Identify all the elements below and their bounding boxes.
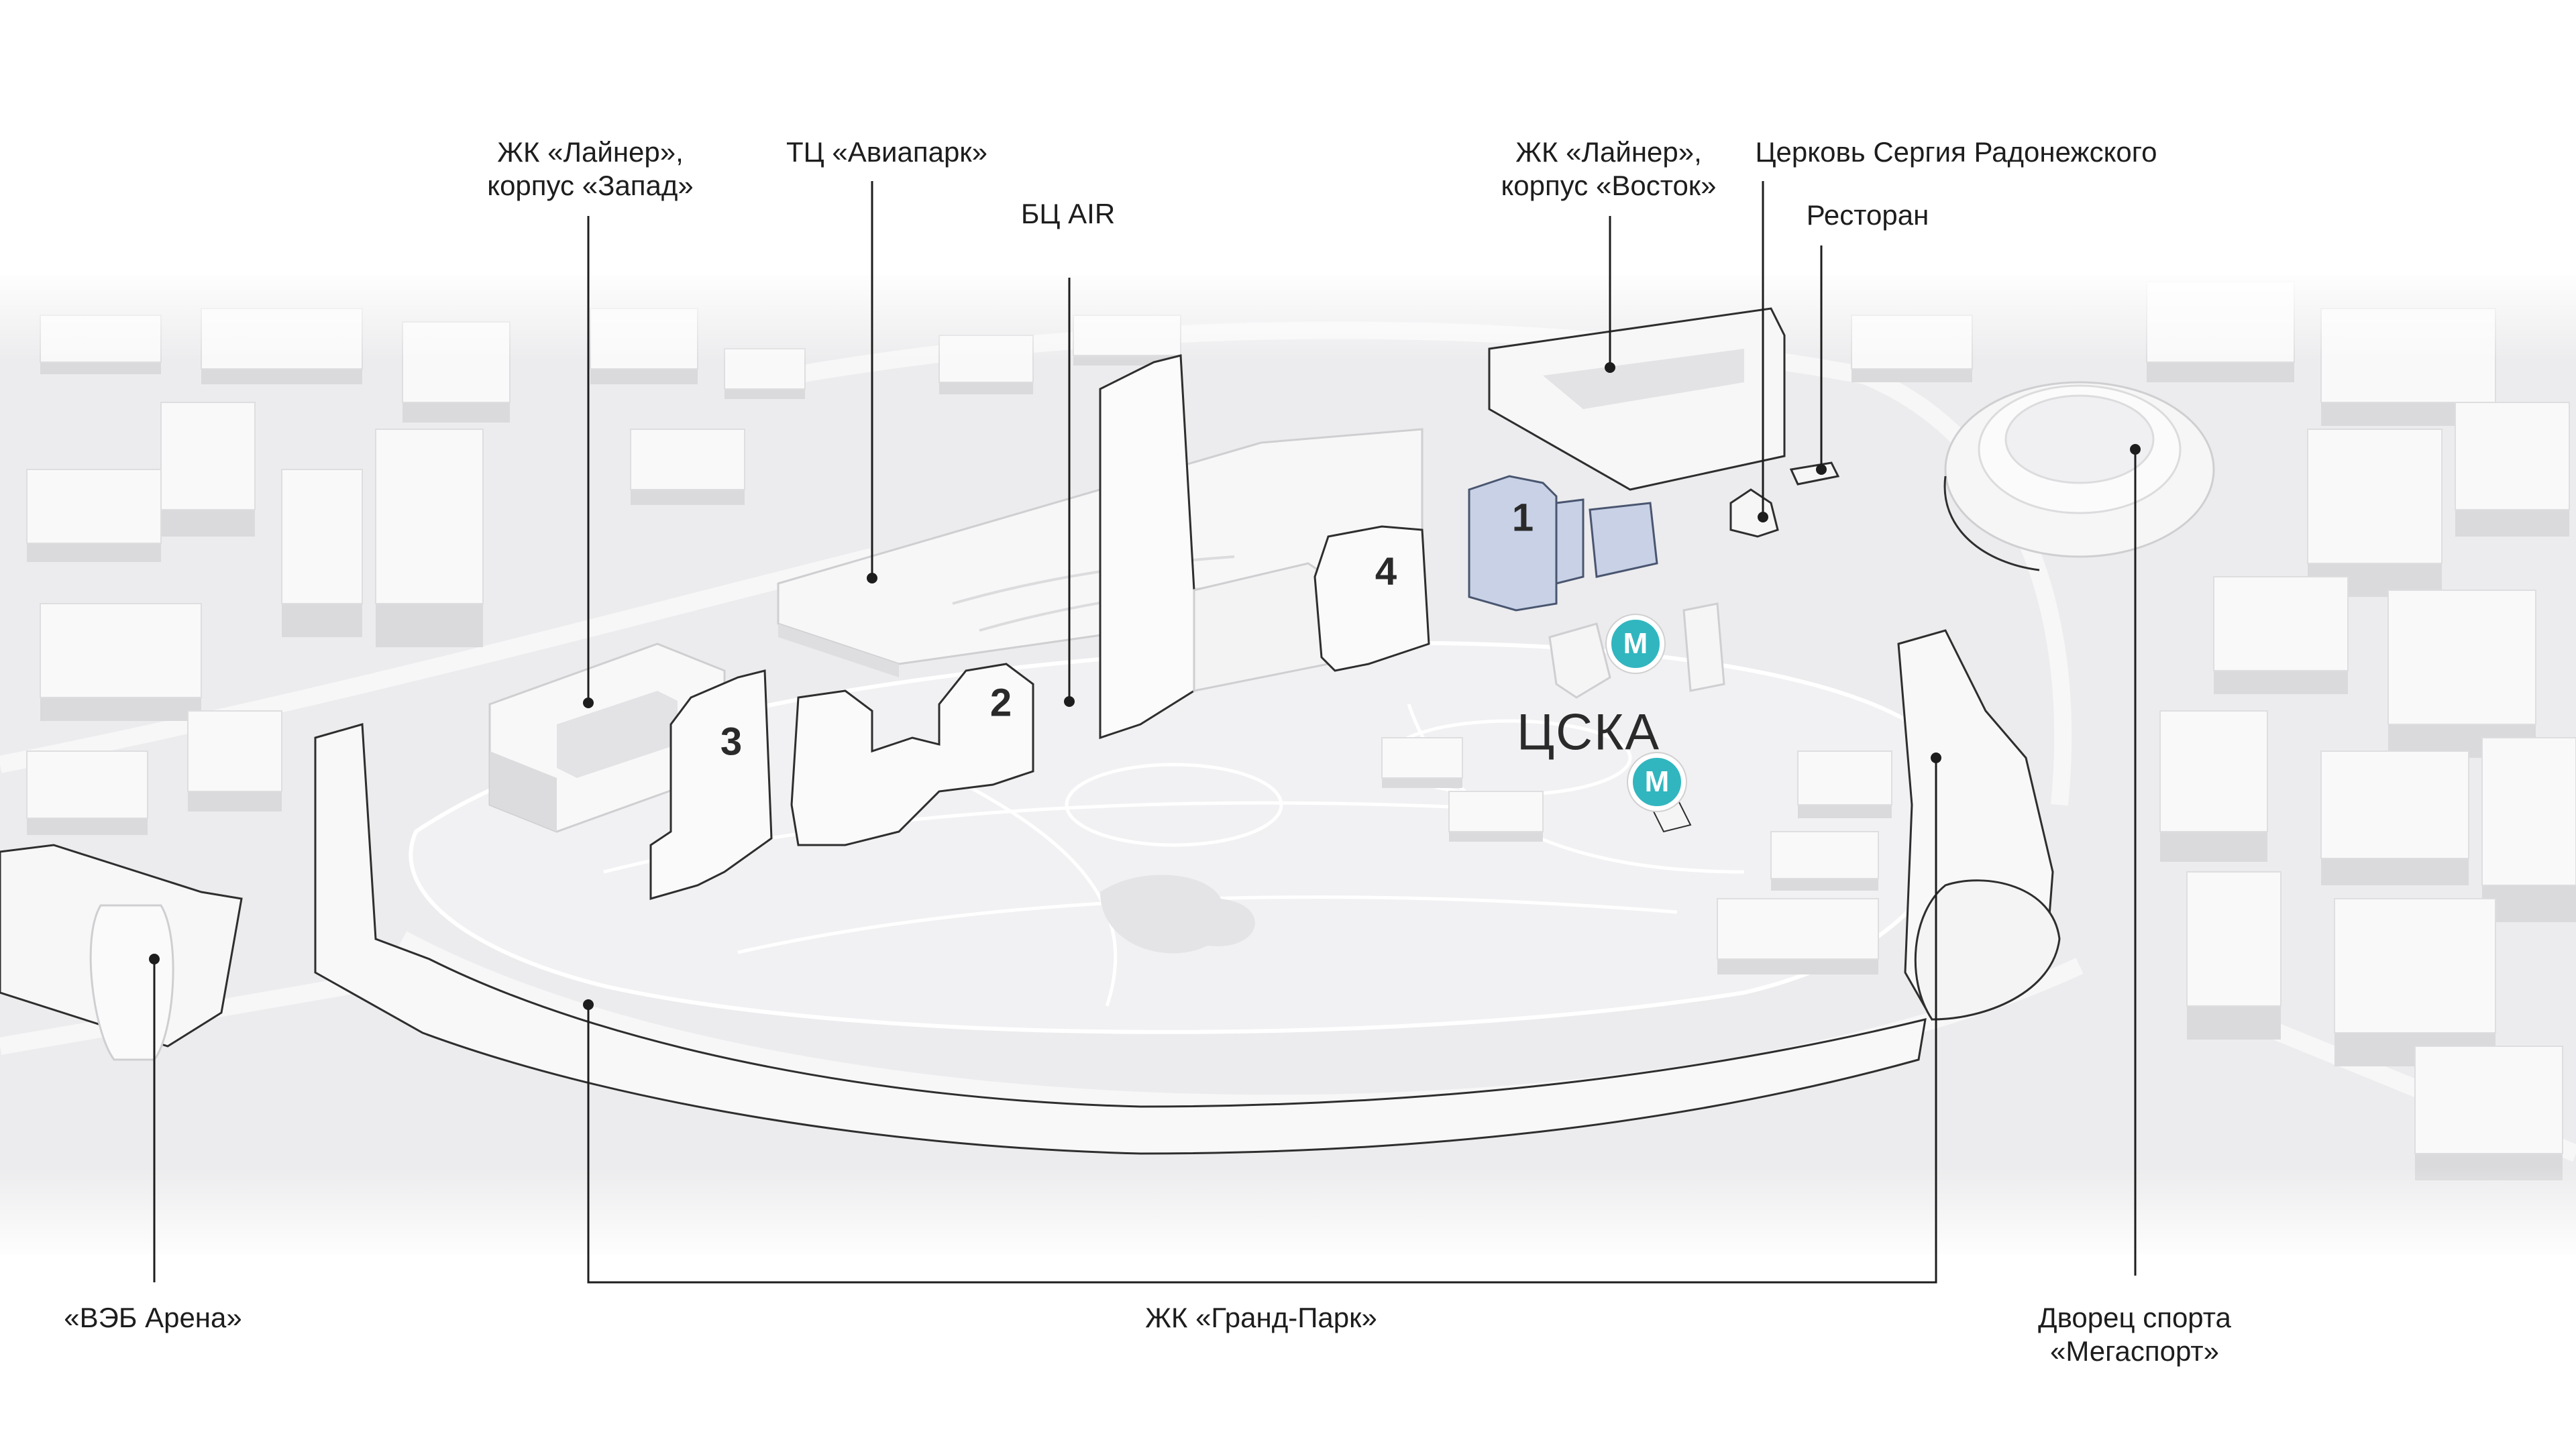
background-block-shadow bbox=[2147, 362, 2294, 382]
background-block-shadow bbox=[188, 791, 282, 812]
background-block-shadow bbox=[1717, 959, 1878, 974]
background-block bbox=[2334, 898, 2496, 1034]
building-church bbox=[1729, 488, 1779, 538]
background-block bbox=[2455, 402, 2570, 510]
building-3 bbox=[649, 669, 773, 900]
bottom-fade bbox=[0, 1167, 2576, 1261]
background-block-shadow bbox=[1798, 805, 1892, 818]
background-block bbox=[281, 469, 363, 604]
background-block bbox=[1770, 831, 1879, 879]
background-block-shadow bbox=[939, 382, 1033, 394]
background-block bbox=[40, 603, 202, 698]
background-block bbox=[2213, 576, 2349, 671]
background-block-shadow bbox=[2160, 832, 2267, 862]
background-block-shadow bbox=[590, 369, 698, 384]
building-number-4: 4 bbox=[1375, 549, 1397, 594]
background-block bbox=[630, 429, 745, 490]
label-liner-east: ЖК «Лайнер», корпус «Восток» bbox=[1501, 135, 1716, 203]
zone-label-cska: ЦСКА bbox=[1516, 704, 1661, 761]
background-block-shadow bbox=[724, 389, 805, 399]
background-block bbox=[26, 469, 162, 544]
label-liner-east-line2: корпус «Восток» bbox=[1501, 170, 1717, 201]
building-number-3: 3 bbox=[720, 720, 743, 764]
background-block bbox=[1717, 898, 1879, 960]
background-block-shadow bbox=[2214, 671, 2348, 694]
background-block-shadow bbox=[1382, 778, 1462, 788]
background-block-shadow bbox=[631, 490, 745, 505]
metro-icon: М bbox=[1644, 765, 1670, 798]
leader-lines bbox=[153, 181, 2137, 1284]
building-4 bbox=[1313, 525, 1430, 672]
background-block-shadow bbox=[27, 818, 148, 835]
background-block bbox=[2159, 710, 2268, 832]
background-block bbox=[2307, 429, 2443, 564]
background-block bbox=[375, 429, 484, 604]
metro-marker-2[interactable]: М bbox=[1628, 753, 1686, 811]
label-bc-air: БЦ AIR bbox=[1020, 198, 1116, 229]
label-aviapark: ТЦ «Авиапарк» bbox=[786, 136, 988, 168]
background-block-shadow bbox=[2321, 858, 2469, 885]
background-block bbox=[2387, 590, 2536, 725]
background-block-shadow bbox=[2482, 885, 2576, 922]
pond bbox=[1100, 875, 1255, 954]
background-block bbox=[160, 402, 256, 510]
label-liner-west: ЖК «Лайнер», корпус «Запад» bbox=[487, 135, 694, 203]
building-number-1: 1 bbox=[1511, 496, 1534, 540]
background-block bbox=[1797, 750, 1892, 805]
background-block bbox=[2320, 750, 2469, 859]
label-restaurant: Ресторан bbox=[1806, 199, 1929, 231]
background-block-shadow bbox=[1771, 879, 1878, 891]
building-liner-east bbox=[1488, 307, 1786, 491]
background-block bbox=[26, 750, 148, 819]
label-megasport-line1: Дворец спорта bbox=[2038, 1302, 2231, 1333]
label-church: Церковь Сергия Радонежского bbox=[1755, 136, 2157, 168]
background-block-shadow bbox=[376, 604, 483, 647]
building-number-2: 2 bbox=[989, 681, 1012, 725]
building-megasport bbox=[1943, 381, 2215, 571]
background-block-shadow bbox=[402, 402, 510, 423]
background-block bbox=[2414, 1046, 2563, 1154]
label-megasport-line2: «Мегаспорт» bbox=[2049, 1335, 2220, 1367]
label-liner-west-line1: ЖК «Лайнер», bbox=[497, 136, 684, 168]
background-block-shadow bbox=[282, 604, 362, 637]
background-block-shadow bbox=[40, 362, 161, 374]
label-megasport: Дворец спорта «Мегаспорт» bbox=[2038, 1301, 2231, 1368]
background-block bbox=[1381, 737, 1463, 779]
building-2 bbox=[790, 663, 1034, 846]
background-block bbox=[187, 710, 282, 792]
background-block-shadow bbox=[27, 543, 161, 562]
background-block bbox=[2186, 871, 2282, 1007]
background-block-shadow bbox=[1851, 369, 1972, 382]
background-block-shadow bbox=[201, 369, 362, 384]
background-block-shadow bbox=[40, 697, 201, 721]
metro-icon: М bbox=[1623, 627, 1648, 660]
background-block-shadow bbox=[2455, 510, 2569, 537]
background-block bbox=[1448, 791, 1544, 832]
building-bc-air bbox=[1099, 354, 1330, 740]
building-1-highlight bbox=[1468, 475, 1658, 612]
label-liner-east-line1: ЖК «Лайнер», bbox=[1515, 136, 1702, 168]
leader-dots bbox=[149, 362, 2141, 1010]
background-block-shadow bbox=[161, 510, 255, 537]
top-fade bbox=[0, 268, 2576, 362]
label-liner-west-line2: корпус «Запад» bbox=[487, 170, 694, 201]
label-grand-park: ЖК «Гранд-Парк» bbox=[1145, 1302, 1377, 1333]
background-block-shadow bbox=[1449, 832, 1543, 842]
background-block bbox=[2481, 737, 2576, 886]
label-veb-arena: «ВЭБ Арена» bbox=[64, 1302, 242, 1333]
metro-marker-1[interactable]: М bbox=[1607, 615, 1664, 673]
building-liner-west bbox=[488, 643, 726, 833]
background-block-shadow bbox=[2187, 1006, 2281, 1040]
